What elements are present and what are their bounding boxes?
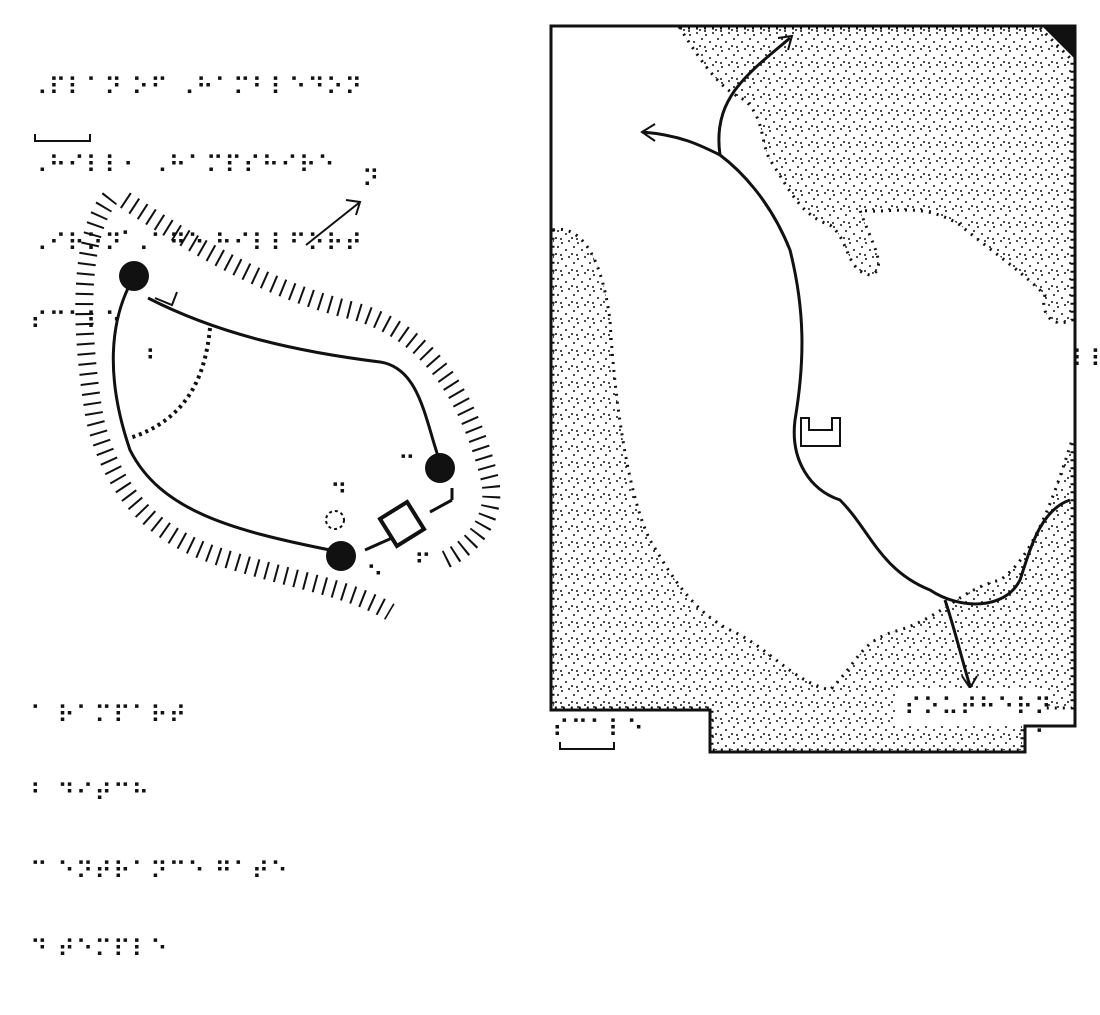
inner-rampart-north (147, 296, 442, 463)
road-south (943, 599, 972, 687)
high-ground-north (677, 26, 1074, 324)
north-label: ⠝ (362, 165, 381, 193)
tactile-map-sheet: ⠠⠏⠇⠁⠝ ⠕⠋ ⠠⠓⠁⠍⠃⠇⠑⠙⠕⠝ ⠠⠓⠊⠇⠇⠂ ⠠⠓⠁⠍⠏⠎⠓⠊⠗⠑ ⠠⠊… (30, 22, 1100, 962)
feature-circle-bottom (326, 541, 356, 571)
plan-mark-bottom: ⠋ (414, 549, 433, 577)
scale-label: ⠎⠉⠁⠇⠑ (552, 715, 645, 743)
feature-circle-right (425, 453, 455, 483)
map-graphics (34, 24, 1077, 754)
south-label-backing (896, 688, 1044, 724)
feature-circle-open (325, 510, 345, 530)
key-line-2: ⠃ ⠙⠊⠞⠉⠓ (30, 779, 151, 807)
north-arrow (305, 201, 361, 246)
feature-circle-top (119, 261, 149, 291)
corner-mark: ⠁ (1034, 725, 1053, 753)
road-north-arrowhead (777, 34, 794, 51)
key-line-1: ⠁ ⠗⠁⠍⠏⠁⠗⠞ (30, 701, 188, 729)
low-ground-south (551, 227, 1074, 752)
key-line-3: ⠉ ⠑⠝⠞⠗⠁⠝⠉⠑ ⠛⠁⠞⠑ (30, 857, 289, 885)
plan-mark-top-left: ⠁ (120, 227, 139, 255)
rampart-link-a (364, 536, 393, 552)
plan-mark-lower-a: ⠙ (330, 479, 349, 507)
outer-rampart-south (75, 192, 395, 620)
title-braille: ⠠⠏⠇⠁⠝ ⠕⠋ ⠠⠓⠁⠍⠃⠇⠑⠙⠕⠝ ⠠⠓⠊⠇⠇⠂ ⠠⠓⠁⠍⠏⠎⠓⠊⠗⠑ ⠠⠊… (30, 22, 363, 386)
plan-mark-inner: ⠃ (145, 345, 164, 373)
title-line-4: ⠎⠉⠁⠇⠑ (30, 307, 123, 335)
right-scale-bar (559, 742, 615, 750)
left-scale-bar (34, 134, 91, 142)
title-line-1: ⠠⠏⠇⠁⠝ ⠕⠋ ⠠⠓⠁⠍⠃⠇⠑⠙⠕⠝ (30, 73, 364, 101)
small-bracket (154, 291, 178, 307)
plan-mark-lower-b: ⠑ (366, 561, 385, 589)
north-arrowhead (345, 199, 362, 216)
road-north (717, 36, 791, 156)
main-road (719, 153, 1071, 606)
road-west (641, 130, 721, 157)
plan-mark-right: ⠉ (398, 451, 417, 479)
rampart-link-b (429, 498, 453, 514)
fort-symbol (800, 417, 841, 447)
south-route-label-top: ⠎⠕⠥⠞⠓⠑⠗⠝ (904, 693, 1053, 721)
internal-boundary-dotted (129, 327, 212, 440)
road-west-arrowhead (640, 123, 656, 142)
gate-square (377, 499, 427, 549)
key-line-4: ⠙ ⠞⠑⠍⠏⠇⠑ (30, 935, 169, 963)
inner-rampart-west (111, 274, 331, 552)
title-line-3: ⠠⠊⠗⠕⠝ ⠠⠁⠛⠑ ⠓⠊⠇⠇⠋⠕⠗⠞ (30, 229, 364, 257)
corner-notch (1042, 26, 1075, 59)
outer-rampart-north (120, 192, 501, 571)
title-line-2: ⠠⠓⠊⠇⠇⠂ ⠠⠓⠁⠍⠏⠎⠓⠊⠗⠑ (30, 151, 336, 179)
